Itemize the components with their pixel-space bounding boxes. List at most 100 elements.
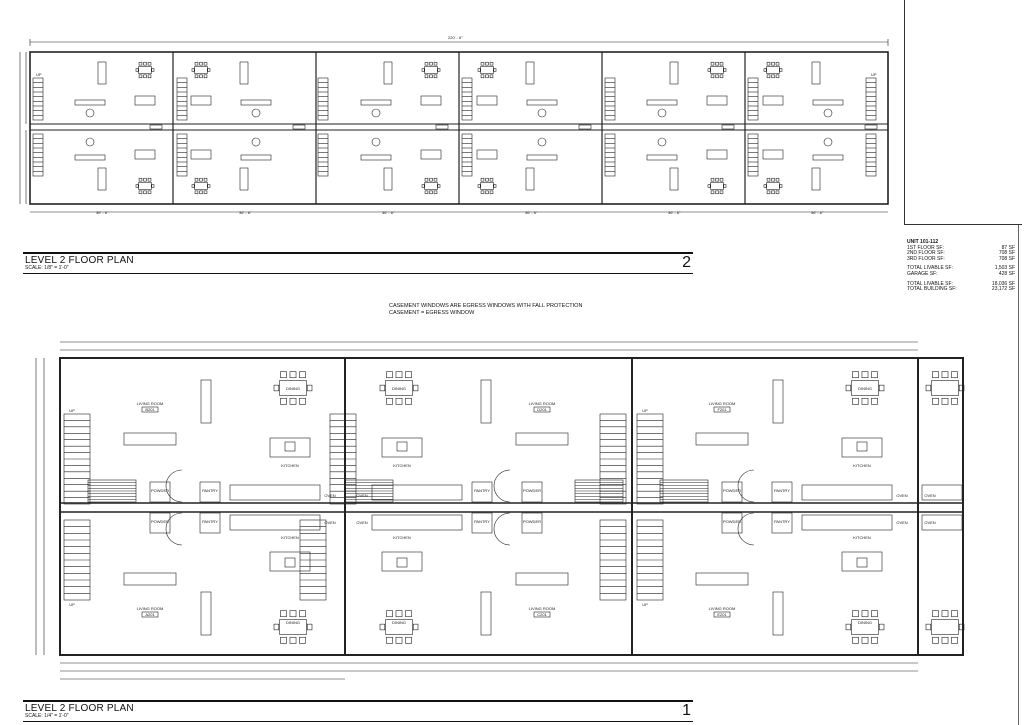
- dining-chair: [719, 177, 724, 182]
- dining-chair: [395, 371, 403, 379]
- bottom-plan-scale: SCALE: 1/4" = 1'-0": [25, 713, 69, 719]
- dining-chair: [941, 371, 949, 379]
- powder-room: [721, 481, 743, 503]
- room-label-kitchen: KITCHEN: [853, 535, 871, 540]
- dining-chair: [951, 371, 958, 379]
- door-swing: [493, 469, 511, 503]
- summary-row: 1ST FLOOR SF:87 SF: [907, 244, 1015, 252]
- room-label-powder: POWDER: [151, 519, 169, 524]
- dining-chair: [480, 177, 485, 182]
- dining-chair: [845, 623, 852, 631]
- dining-chair: [878, 384, 885, 392]
- dining-chair: [280, 636, 287, 644]
- dining-chair: [379, 384, 386, 392]
- counter: [801, 484, 893, 501]
- dining-chair: [775, 177, 780, 182]
- dining-chair: [433, 190, 438, 195]
- dining-table: [385, 619, 413, 635]
- dining-chair: [489, 61, 494, 66]
- room-label-living: LIVING ROOM: [709, 401, 736, 406]
- dining-chair: [147, 177, 152, 182]
- sofa: [383, 167, 393, 191]
- sofa: [383, 61, 393, 85]
- stair-run: [461, 133, 473, 177]
- dining-chair: [138, 61, 143, 66]
- summary-row: TOTAL LIVABLE SF:1,503 SF: [907, 266, 1015, 272]
- dining-table: [710, 182, 724, 190]
- bottom-plan-title: LEVEL 2 FLOOR PLAN: [25, 703, 134, 714]
- dining-chair: [299, 397, 306, 405]
- oven-label: OVEN: [896, 493, 907, 498]
- sofa: [200, 379, 212, 424]
- media-bench: [515, 432, 569, 446]
- stair-run: [317, 77, 329, 121]
- toilet: [657, 137, 667, 147]
- dining-chair: [138, 74, 143, 79]
- pantry-room: [199, 481, 221, 503]
- dining-table: [194, 182, 208, 190]
- oven: [435, 124, 449, 130]
- summary-value: 18,036 SF: [991, 280, 1015, 287]
- dining-chair: [710, 177, 715, 182]
- sofa: [480, 591, 492, 636]
- dining-chair: [766, 74, 771, 79]
- dining-chair: [715, 190, 719, 195]
- dining-table: [851, 619, 879, 635]
- dining-table: [424, 66, 438, 74]
- dining-chair: [289, 371, 297, 379]
- unit-dimension: 36' - 6": [525, 210, 538, 215]
- dining-chair: [723, 184, 727, 188]
- dining-chair: [861, 371, 869, 379]
- dining-chair: [775, 190, 780, 195]
- dining-chair: [766, 61, 771, 66]
- stair-run: [176, 77, 188, 121]
- counter: [646, 99, 678, 106]
- room-label-dining: DINING: [286, 386, 300, 391]
- dining-chair: [143, 61, 147, 66]
- counter: [371, 514, 463, 531]
- sofa: [97, 167, 107, 191]
- oven-label: OVEN: [324, 520, 335, 525]
- bottom-plan-number: 1: [682, 702, 691, 719]
- dining-chair: [489, 190, 494, 195]
- dining-chair: [715, 177, 719, 182]
- room-label-living: LIVING ROOM: [137, 401, 164, 406]
- room-tag: [713, 611, 731, 618]
- kitchen-island: [476, 95, 498, 106]
- dining-chair: [289, 636, 297, 644]
- dining-table: [194, 66, 208, 74]
- summary-value: 1,503 SF: [994, 265, 1015, 272]
- summary-label: 1ST FLOOR SF:: [907, 244, 944, 251]
- dining-chair: [280, 397, 287, 405]
- dining-chair: [203, 74, 208, 79]
- counter: [360, 99, 392, 106]
- dining-chair: [191, 184, 195, 188]
- dining-table: [710, 66, 724, 74]
- dining-chair: [199, 74, 203, 79]
- room-label-living: LIVING ROOM: [137, 606, 164, 611]
- note-line-1: CASEMENT WINDOWS ARE EGRESS WINDOWS WITH…: [389, 303, 583, 309]
- oven-label: OVEN: [356, 493, 367, 498]
- dining-chair: [147, 61, 152, 66]
- dining-chair: [433, 177, 438, 182]
- dining-chair: [429, 190, 433, 195]
- dining-chair: [147, 74, 152, 79]
- stair-run: [176, 133, 188, 177]
- dining-chair: [932, 636, 939, 644]
- dining-chair: [932, 371, 939, 379]
- dining-chair: [138, 177, 143, 182]
- room-tag: [141, 406, 159, 413]
- dining-chair: [421, 68, 425, 72]
- dining-chair: [379, 623, 386, 631]
- kitchen-island: [190, 95, 212, 106]
- top-floor-plan: 220' - 6" 36' - 6"36' - 6"36' - 6"36' - …: [19, 35, 889, 215]
- kitchen-sink: [856, 557, 868, 568]
- media-bench: [123, 572, 177, 586]
- dining-chair: [203, 190, 208, 195]
- dining-chair: [143, 190, 147, 195]
- counter: [801, 514, 893, 531]
- dining-chair: [405, 610, 412, 618]
- pantry-room: [471, 512, 493, 534]
- summary-value: 708 SF: [998, 255, 1015, 262]
- dining-chair: [386, 610, 393, 618]
